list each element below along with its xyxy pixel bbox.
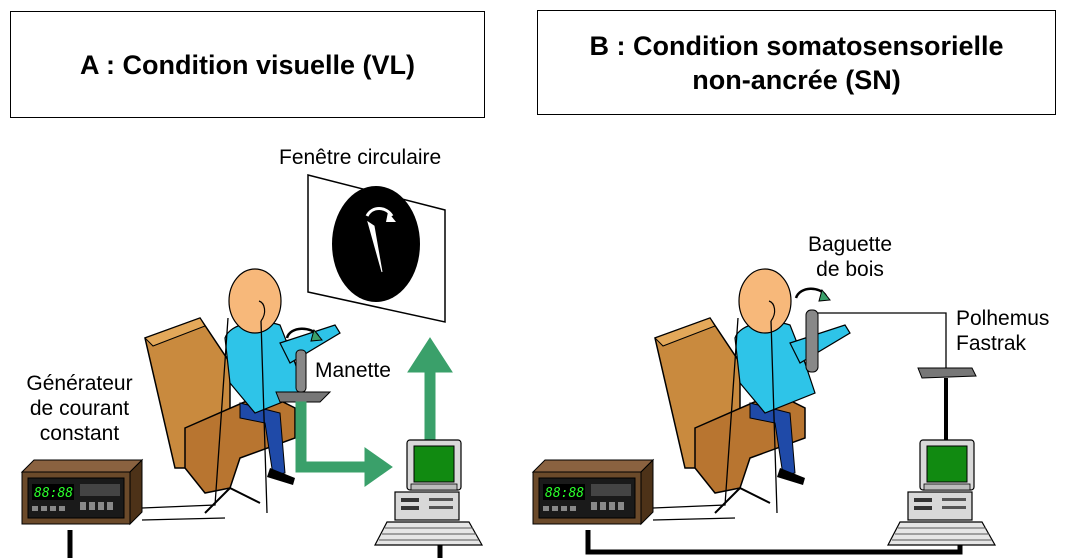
panel-a-title: A : Condition visuelle (VL)	[80, 49, 415, 80]
window-label: Fenêtre circulaire	[279, 146, 442, 169]
stick-label-line2: de bois	[816, 258, 884, 281]
panel-b-title-box: B : Condition somatosensorielle non-ancr…	[537, 10, 1056, 115]
tracker-label: Polhemus Fastrak	[956, 306, 1049, 356]
subject-a	[144, 268, 341, 514]
current-generator-b	[532, 459, 654, 525]
generator-label: Générateur de courant constant	[12, 371, 147, 446]
stick-label: Baguette de bois	[790, 232, 910, 282]
polhemus-tracker	[818, 312, 977, 440]
joystick-label: Manette	[315, 359, 391, 382]
circular-window	[307, 174, 446, 323]
computer-b	[887, 439, 996, 546]
wooden-stick	[794, 287, 831, 373]
panel-a-title-box: A : Condition visuelle (VL)	[10, 11, 485, 118]
wires-b	[652, 317, 739, 521]
joystick	[275, 327, 332, 403]
posts-b	[585, 530, 963, 555]
current-generator-a	[21, 459, 143, 525]
stick-label-line1: Baguette	[807, 233, 893, 256]
panel-b-title-line1: B : Condition somatosensorielle	[589, 30, 1004, 61]
generator-label-line2: de courant	[29, 397, 130, 420]
wires-a	[141, 317, 229, 521]
generator-label-line1: Générateur	[26, 372, 133, 395]
tracker-label-line2: Fastrak	[956, 332, 1027, 355]
posts-a	[67, 530, 443, 558]
computer-a	[374, 439, 483, 546]
tracker-label-line1: Polhemus	[956, 307, 1050, 330]
generator-label-line3: constant	[39, 422, 120, 445]
panel-b-title-line2: non-ancrée (SN)	[692, 64, 901, 95]
subject-b	[654, 268, 851, 514]
signal-arrow	[295, 337, 453, 487]
